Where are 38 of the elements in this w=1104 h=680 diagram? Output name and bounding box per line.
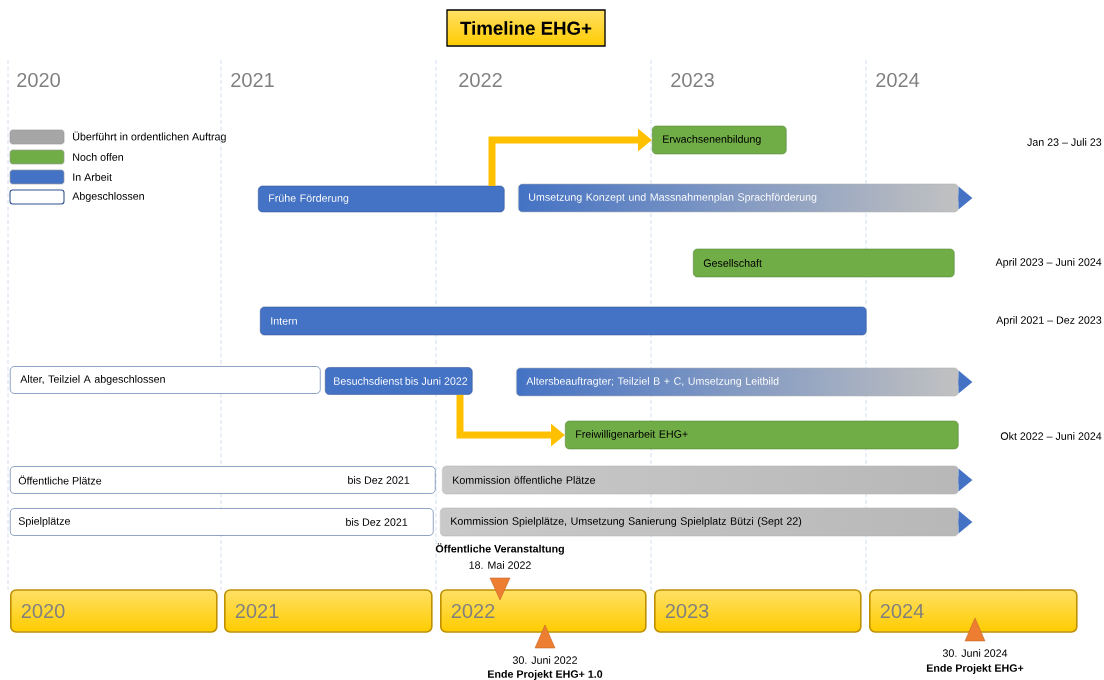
date-label: 30. Juni 2024 xyxy=(942,649,1008,657)
legend-label: Noch offen xyxy=(73,153,123,161)
timeline-bar: Umsetzung Konzept und Massnahmenplan Sprachförderung xyxy=(518,183,959,213)
timeline-bar: Öffentliche Plätze bis Dez 2021 xyxy=(10,466,436,494)
year-label: 2020 xyxy=(17,72,60,88)
date-label: 30. Juni 2022 xyxy=(512,656,577,664)
year-bar: 2021 xyxy=(224,589,433,633)
timeline-bar: Besuchsdienst bis Juni 2022 xyxy=(325,367,473,395)
timeline-bar: Altersbeauftragter; Teilziel B + C, Umsetzung Leitbild xyxy=(516,367,959,397)
timeline-bar: Freiwilligenarbeit EHG+ xyxy=(565,420,959,450)
timeline-bar: Kommission öffentliche Plätze xyxy=(442,465,959,495)
timeline-bar: Alter, Teilziel A abgeschlossen xyxy=(10,366,321,394)
event-label: Öffentliche Veranstaltung xyxy=(435,543,564,555)
timeline-bar: Intern xyxy=(260,306,867,336)
year-label: 2021 xyxy=(231,72,274,88)
legend-label: Abgeschlossen xyxy=(72,192,144,202)
date-label: 18. Mai 2022 xyxy=(469,561,531,569)
timeline-bar: Frühe Förderung xyxy=(258,185,505,213)
title-box: Timeline EHG+ xyxy=(446,9,606,47)
legend-label: Überführt in ordentlichen Auftrag xyxy=(73,131,226,143)
date-range: Jan 23 – Juli 23 xyxy=(1027,138,1102,146)
event-label: Ende Projekt EHG+ 1.0 xyxy=(488,670,603,680)
year-bar: 2022 xyxy=(440,589,647,633)
timeline-bar: Kommission Spielplätze, Umsetzung Sanierung Spielplatz Bützi (Sept 22) xyxy=(440,507,959,537)
event-label: Ende Projekt EHG+ xyxy=(926,664,1024,674)
date-range: April 2021 – Dez 2023 xyxy=(996,316,1102,326)
legend-label: In Arbeit xyxy=(73,173,112,181)
date-range: Okt 2022 – Juni 2024 xyxy=(1000,432,1102,440)
year-label: 2022 xyxy=(459,72,502,88)
timeline-bar: Spielplätze bis Dez 2021 xyxy=(10,508,434,536)
date-range: April 2023 – Juni 2024 xyxy=(995,258,1102,268)
timeline-bar: Gesellschaft xyxy=(693,248,955,278)
year-bar: 2024 xyxy=(869,589,1078,633)
year-label: 2023 xyxy=(671,72,714,88)
timeline-bar: Erwachsenenbildung xyxy=(652,125,787,155)
year-label: 2024 xyxy=(876,72,920,88)
year-bar: 2020 xyxy=(10,589,218,633)
year-bar: 2023 xyxy=(654,589,862,633)
